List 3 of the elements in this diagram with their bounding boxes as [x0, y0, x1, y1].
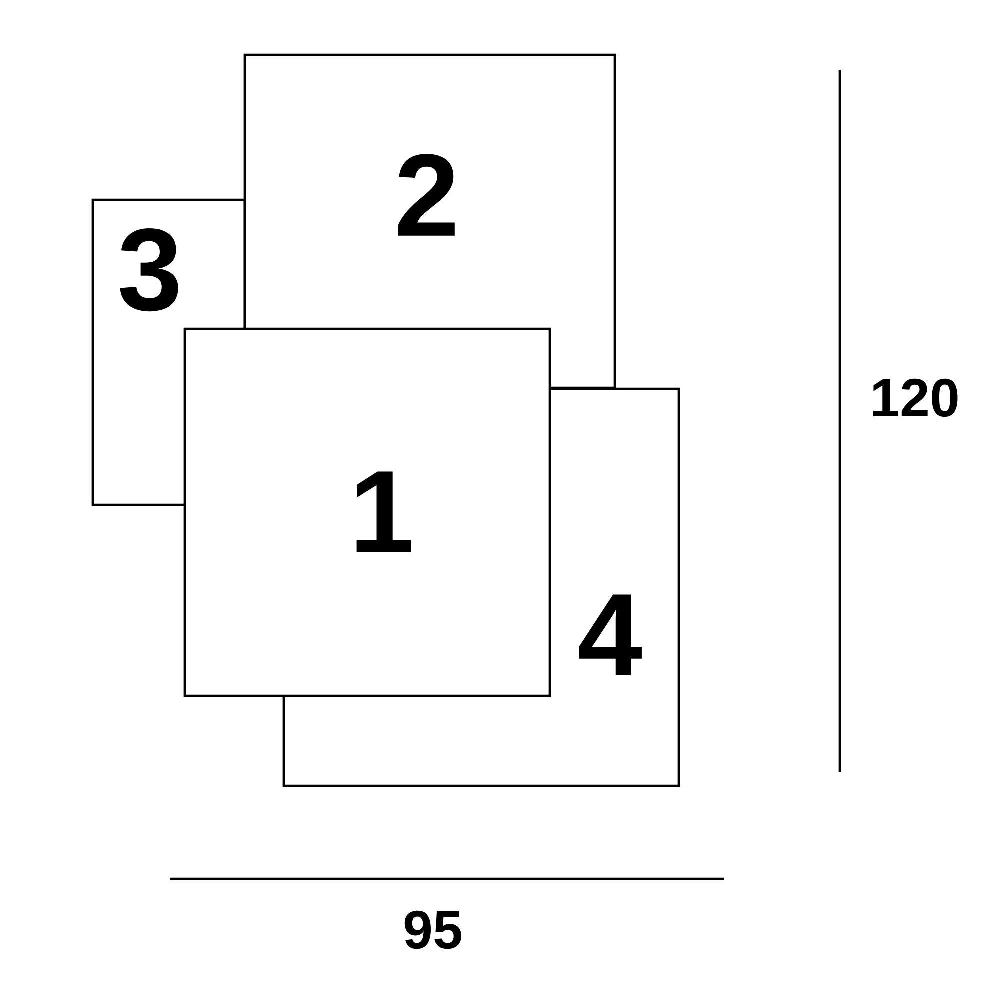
dimension-label: 120 [873, 378, 958, 418]
numbered-panel: 1 [184, 328, 552, 698]
dimension-label: 95 [404, 910, 462, 950]
